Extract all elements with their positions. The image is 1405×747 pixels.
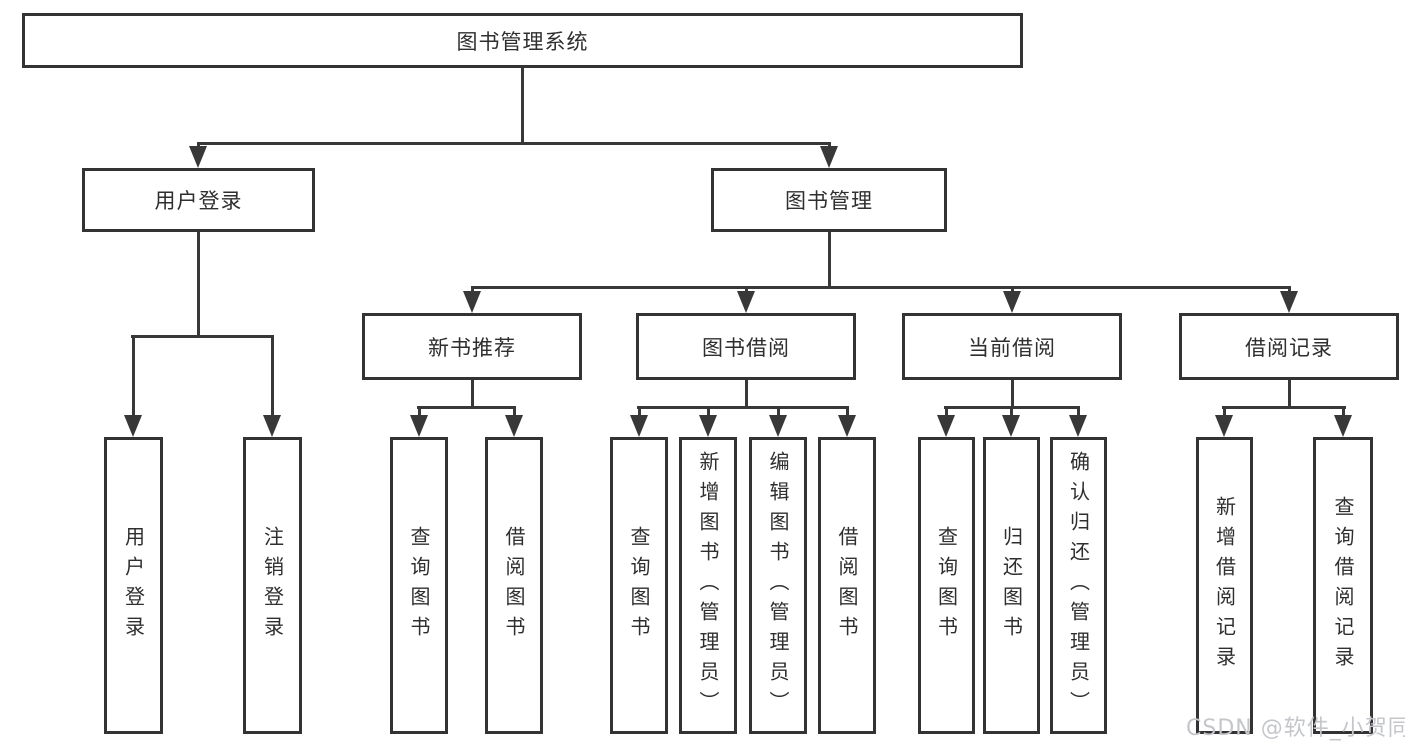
connector-line <box>1288 286 1291 295</box>
arrowhead-icon <box>1002 415 1020 437</box>
leaf-logout: 注销登录 <box>243 437 302 734</box>
connector-line <box>1342 406 1345 419</box>
arrowhead-icon <box>737 291 755 313</box>
connector-line <box>131 335 274 338</box>
arrowhead-icon <box>1069 415 1087 437</box>
leaf-user-login: 用户登录 <box>104 437 163 734</box>
leaf-borrow-books-recommend: 借阅图书 <box>485 437 543 734</box>
leaf-return-books: 归还图书 <box>983 437 1040 734</box>
connector-line <box>271 335 274 420</box>
leaf-add-borrow-record: 新增借阅记录 <box>1196 437 1253 734</box>
node-root-library-system: 图书管理系统 <box>22 13 1023 68</box>
arrowhead-icon <box>699 415 717 437</box>
node-new-book-recommendation: 新书推荐 <box>362 313 582 380</box>
connector-line <box>471 380 474 409</box>
arrowhead-icon <box>838 415 856 437</box>
node-borrowing-records: 借阅记录 <box>1179 313 1399 380</box>
arrowhead-icon <box>1334 415 1352 437</box>
connector-line <box>1011 380 1014 409</box>
connector-line <box>1223 406 1226 419</box>
leaf-edit-books-admin: 编辑图书（管理员） <box>749 437 807 734</box>
arrowhead-icon <box>463 291 481 313</box>
connector-line <box>1010 406 1013 419</box>
leaf-query-borrow-record: 查询借阅记录 <box>1313 437 1373 734</box>
node-book-management: 图书管理 <box>711 168 947 232</box>
connector-line <box>197 232 200 338</box>
connector-line <box>745 286 748 295</box>
node-book-borrowing: 图书借阅 <box>636 313 856 380</box>
arrowhead-icon <box>189 146 207 168</box>
node-current-borrowing: 当前借阅 <box>902 313 1122 380</box>
connector-line <box>745 380 748 409</box>
connector-line <box>638 406 641 419</box>
connector-line <box>418 406 421 419</box>
arrowhead-icon <box>630 415 648 437</box>
arrowhead-icon <box>124 415 142 437</box>
leaf-query-books-current: 查询图书 <box>918 437 975 734</box>
connector-line <box>777 406 780 419</box>
arrowhead-icon <box>1003 291 1021 313</box>
arrowhead-icon <box>1215 415 1233 437</box>
connector-line <box>471 286 474 295</box>
connector-line <box>417 406 516 409</box>
arrowhead-icon <box>410 415 428 437</box>
connector-line <box>197 142 831 145</box>
arrowhead-icon <box>937 415 955 437</box>
arrowhead-icon <box>769 415 787 437</box>
connector-line <box>1077 406 1080 419</box>
watermark: CSDN @软件_小贺同学 <box>1186 716 1405 741</box>
connector-line <box>945 406 948 419</box>
node-user-login: 用户登录 <box>82 168 315 232</box>
arrowhead-icon <box>263 415 281 437</box>
leaf-add-books-admin: 新增图书（管理员） <box>679 437 737 734</box>
connector-line <box>1288 380 1291 409</box>
leaf-confirm-return-admin: 确认归还（管理员） <box>1050 437 1107 734</box>
connector-line <box>513 406 516 419</box>
connector-line <box>521 68 524 145</box>
leaf-query-books-recommend: 查询图书 <box>390 437 448 734</box>
arrowhead-icon <box>1280 291 1298 313</box>
connector-line <box>828 232 831 289</box>
connector-line <box>707 406 710 419</box>
arrowhead-icon <box>820 146 838 168</box>
leaf-borrow-books: 借阅图书 <box>818 437 876 734</box>
connector-line <box>471 286 1291 289</box>
connector-line <box>637 406 849 409</box>
connector-line <box>1222 406 1346 409</box>
connector-line <box>132 335 135 420</box>
connector-line <box>846 406 849 419</box>
connector-line <box>1011 286 1014 295</box>
leaf-query-books-borrow: 查询图书 <box>610 437 668 734</box>
arrowhead-icon <box>505 415 523 437</box>
